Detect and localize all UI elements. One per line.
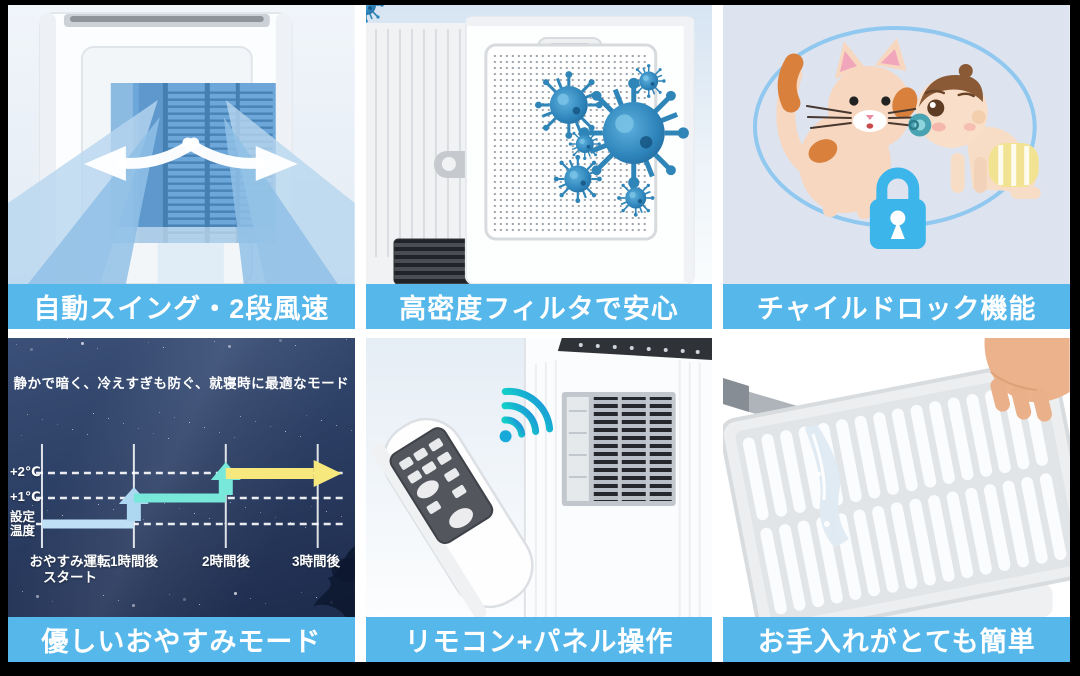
caption-sleep-mode: 優しいおやすみモード <box>8 617 355 662</box>
chart-title: 静かで暗く、冷えすぎも防ぐ、就寝時に最適なモード <box>13 376 350 391</box>
water-stream <box>805 424 850 548</box>
feature-panel-remote: リモコン+パネル操作 <box>365 338 713 662</box>
caption-child-lock: チャイルドロック機能 <box>723 284 1070 329</box>
air-conditioner-front-graphic <box>8 5 355 284</box>
feature-panel-auto-swing: 自動スイング・2段風速 <box>8 5 355 329</box>
swing-arrows-icon <box>83 137 298 181</box>
child-lock-graphic <box>723 5 1070 284</box>
sleep-mode-chart: 静かで暗く、冷えすぎも防ぐ、就寝時に最適なモード <box>8 338 355 617</box>
feature-panel-cleaning: お手入れがとても簡単 <box>723 338 1070 662</box>
x-label-1h: 1時間後 <box>109 554 158 569</box>
x-label-3h: 3時間後 <box>291 554 340 569</box>
y-label-plus2: +2℃ <box>10 464 41 479</box>
caption-auto-swing: 自動スイング・2段風速 <box>8 284 355 329</box>
lock-icon <box>870 167 927 249</box>
remote-control <box>371 417 534 617</box>
remote-control-graphic <box>365 338 713 617</box>
x-label-start: おやすみ運転 スタート <box>29 554 111 585</box>
baby-illustration <box>908 64 1042 199</box>
airflow-left <box>8 100 158 284</box>
temperature-step-bars <box>41 460 342 529</box>
filter-image <box>365 5 713 284</box>
feature-panel-child-lock: チャイルドロック機能 <box>723 5 1070 329</box>
auto-swing-image <box>8 5 355 284</box>
virus-icon <box>365 5 384 23</box>
feature-grid: 自動スイング・2段風速 <box>8 5 1070 662</box>
sleep-chart-graphic <box>35 444 355 617</box>
x-label-2h: 2時間後 <box>201 554 250 569</box>
caption-filter: 高密度フィルタで安心 <box>365 284 713 329</box>
y-label-set-temp: 設定 温度 <box>10 510 36 538</box>
wifi-icon <box>499 387 553 443</box>
filter-back-graphic <box>365 5 713 284</box>
cleaning-image <box>723 338 1070 617</box>
hand <box>984 338 1070 422</box>
pacifier-icon <box>908 113 932 137</box>
side-vent <box>561 392 676 506</box>
remote-image <box>365 338 713 617</box>
child-lock-image <box>723 5 1070 284</box>
caption-remote: リモコン+パネル操作 <box>365 617 713 662</box>
feature-panel-filter: 高密度フィルタで安心 <box>365 5 713 329</box>
filter-washing-graphic <box>723 338 1070 617</box>
y-label-plus1: +1℃ <box>10 489 41 504</box>
feature-panel-sleep-mode: 静かで暗く、冷えすぎも防ぐ、就寝時に最適なモード <box>8 338 355 662</box>
caption-cleaning: お手入れがとても簡単 <box>723 617 1070 662</box>
control-panel <box>557 338 713 360</box>
cat-illustration <box>776 38 939 219</box>
